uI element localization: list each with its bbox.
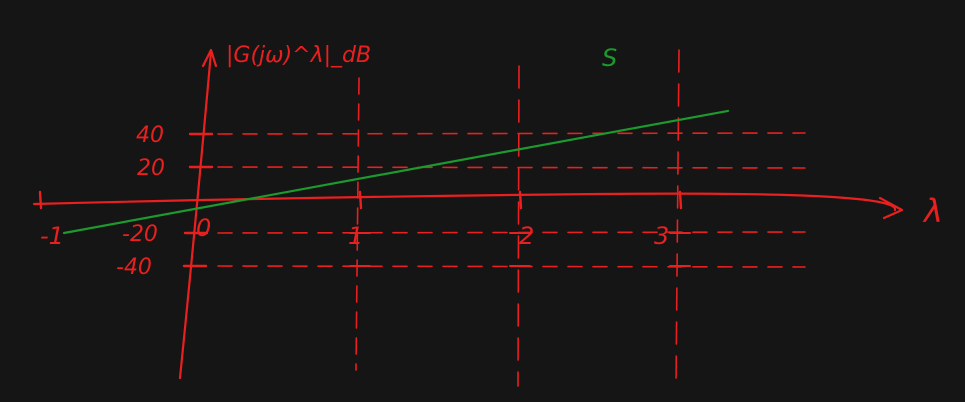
gridline-h--40 — [217, 265, 806, 268]
series-line-S — [62, 109, 730, 235]
x-tick-label-2: 2 — [519, 222, 534, 250]
gridline-h-40 — [217, 132, 806, 135]
x-tick-label--1: -1 — [40, 222, 64, 250]
x-tick-2 — [518, 190, 523, 210]
gridline-v-3 — [675, 49, 680, 387]
gridline-v-2 — [517, 65, 520, 387]
x-tick-label-0: 0 — [196, 214, 211, 242]
x-tick-label-1: 1 — [348, 222, 363, 250]
labels: -1 0 1 2 3 40 20 -20 -40 S |G(jω)^λ|_dB λ — [40, 43, 943, 280]
y-axis-arrowhead — [201, 48, 218, 68]
y-tick-label--40: -40 — [116, 255, 152, 280]
x-axis-label: λ — [922, 192, 943, 230]
ticks — [38, 132, 691, 268]
grid-lines — [217, 49, 806, 387]
y-axis-label: |G(jω)^λ|_dB — [226, 43, 371, 68]
x-tick-1 — [358, 190, 363, 210]
y-tick-label-40: 40 — [136, 123, 164, 148]
series-layer — [62, 109, 730, 235]
gridline-h--20 — [217, 231, 806, 234]
y-tick-label-20: 20 — [137, 156, 165, 181]
y-tick-label--20: -20 — [122, 222, 158, 247]
x-tick--1 — [38, 190, 43, 210]
gridline-h-20 — [217, 166, 806, 169]
x-axis-line — [32, 192, 897, 212]
x-tick-3 — [678, 190, 683, 210]
y-axis-line — [178, 50, 213, 380]
x-axis-arrowhead — [878, 196, 904, 220]
axes — [32, 48, 904, 380]
gridline-v-1 — [355, 77, 360, 371]
series-label-S: S — [602, 44, 617, 72]
x-tick-label-3: 3 — [654, 222, 669, 250]
